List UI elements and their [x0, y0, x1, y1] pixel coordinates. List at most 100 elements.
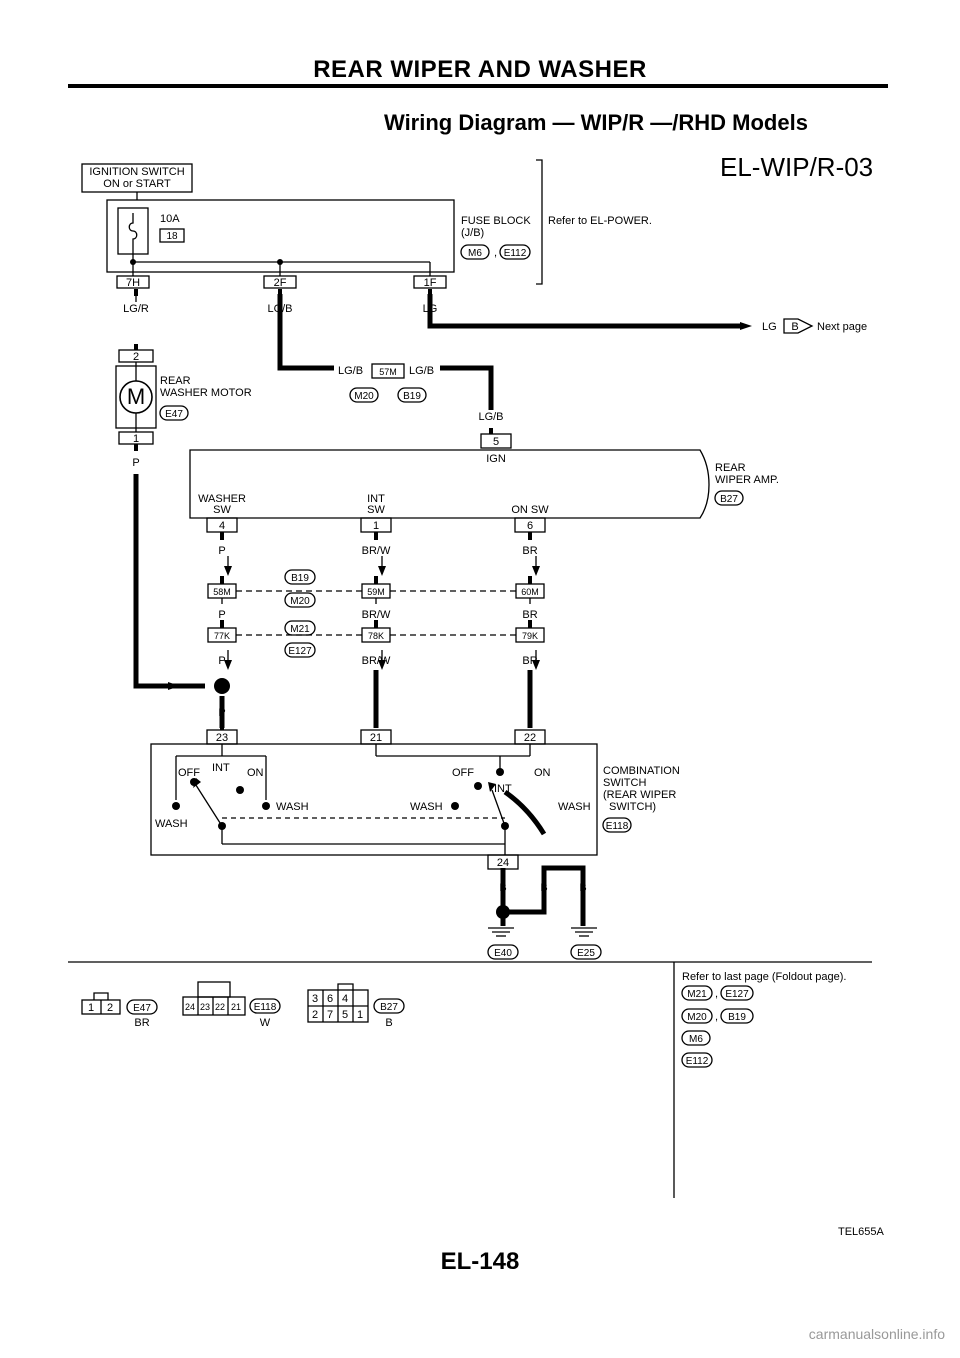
e118-pin-22: 22: [215, 1002, 225, 1012]
joint57-conn-a: M20: [354, 391, 374, 402]
fuse-icon: [128, 213, 138, 249]
wire-lgb-to-amp: [440, 365, 494, 410]
refer-row4: E112: [686, 1056, 709, 1067]
fuse-block-label-2: (J/B): [461, 227, 484, 239]
amp-label-1: REAR: [715, 462, 746, 474]
int-sw-label-1: INT: [367, 493, 385, 505]
combination-switch-box: [150, 743, 598, 856]
wire-label-lgr: LG/R: [123, 303, 149, 315]
fuse-block-label-1: FUSE BLOCK: [461, 215, 531, 227]
e118-color: W: [260, 1017, 271, 1029]
wire-p-3: P: [218, 655, 225, 667]
b27-pin-5: 5: [342, 1009, 348, 1021]
on-sw-label: ON SW: [511, 504, 549, 516]
e118-id: E118: [254, 1002, 277, 1013]
joint-60m-id: 60M: [521, 587, 539, 597]
refer-row3: M6: [689, 1034, 703, 1045]
joint57-wire-right: LG/B: [409, 365, 434, 377]
fuse-term-2f: 2F: [274, 277, 287, 289]
on-switch-arc: [503, 789, 547, 836]
refer-row2-comma: ,: [715, 1011, 718, 1023]
ignition-label-2: ON or START: [103, 178, 171, 190]
comb-switch-label-4: SWITCH): [609, 801, 656, 813]
section-title: REAR WIPER AND WASHER: [313, 56, 647, 83]
refer-power-label: Refer to EL-POWER.: [548, 215, 652, 227]
wire-brw-2: BR/W: [362, 609, 391, 621]
b27-pin-2: 2: [312, 1009, 318, 1021]
joint-57m: [371, 363, 405, 379]
washer-motor-label-2: WASHER MOTOR: [160, 387, 252, 399]
wire-br-2: BR: [522, 609, 537, 621]
e47-color: BR: [134, 1017, 149, 1029]
connector-e118-latch: [197, 981, 231, 998]
footer-watermark: carmanualsonline.info: [808, 1326, 945, 1342]
washer-term-2: 2: [133, 351, 139, 363]
fuse-block-conn-b: E112: [504, 248, 527, 259]
switch-on-label-1: ON: [247, 767, 264, 779]
comb-switch-label-2: SWITCH: [603, 777, 646, 789]
wire-lg-next: [427, 294, 742, 329]
terminal-1f: [413, 275, 447, 289]
header-rule: [68, 84, 888, 88]
b27-pin-6: 6: [327, 993, 333, 1005]
e118-pin-23: 23: [200, 1002, 210, 1012]
wire-p-motor: [133, 474, 205, 689]
joint-row2-conn-a: M21: [290, 624, 310, 635]
wire-p-2: P: [218, 609, 225, 621]
amp-ign-label: IGN: [486, 453, 506, 465]
e118-pin-24: 24: [185, 1002, 195, 1012]
next-page-wire: LG: [762, 321, 777, 333]
refer-row1-b: E127: [725, 989, 749, 1000]
switch-wash-label-3: WASH: [410, 801, 443, 813]
terminal-ign-5: [480, 433, 512, 449]
switch-wash-label-1: WASH: [155, 818, 188, 830]
image-reference-code: TEL655A: [838, 1226, 884, 1238]
switch-int-label-1: INT: [212, 762, 230, 774]
refer-row1-comma: ,: [715, 988, 718, 1000]
washer-motor-label-1: REAR: [160, 375, 191, 387]
wire-p-1: P: [218, 545, 225, 557]
fuse-term-7h: 7H: [126, 277, 140, 289]
terminal-7h: [116, 275, 150, 289]
switch-off-label-2: OFF: [452, 767, 474, 779]
b27-pin-1: 1: [357, 1009, 363, 1021]
amp-ign-term: 5: [493, 436, 499, 448]
switch-off-label-1: OFF: [178, 767, 200, 779]
terminal-2f: [263, 275, 297, 289]
e47-pin-2: 2: [107, 1002, 113, 1014]
joint-59m-id: 59M: [367, 587, 385, 597]
joint57-id: 57M: [379, 367, 397, 377]
switch-wash-label-4: WASH: [558, 801, 591, 813]
washer-motor-conn: E47: [165, 409, 183, 420]
joint-78k-id: 78K: [368, 631, 384, 641]
wire-label-lg: LG: [423, 303, 438, 315]
next-page-letter: B: [791, 321, 798, 333]
e118-pin-21: 21: [231, 1002, 241, 1012]
washer-sw-label-1: WASHER: [198, 493, 246, 505]
rear-wiper-amp-box: [189, 449, 710, 519]
ground-splice-dot: [496, 905, 510, 919]
ground-conn-e25: E25: [577, 948, 595, 959]
switch-wash-label-2: WASH: [276, 801, 309, 813]
amp-term-4: 4: [219, 520, 225, 532]
refer-row2-b: B19: [728, 1012, 746, 1023]
joint-row2-conn-b: E127: [288, 646, 312, 657]
diagram-title: Wiring Diagram — WIP/R —/RHD Models: [384, 110, 808, 135]
comb-switch-conn: E118: [606, 821, 629, 832]
connector-e47-latch: [93, 992, 109, 1000]
fuse-term-1f: 1F: [424, 277, 437, 289]
switch-int-label-2: INT: [494, 783, 512, 795]
next-page-label: Next page: [817, 321, 867, 333]
ground-wire-3: B: [579, 882, 586, 894]
refer-row1-a: M21: [687, 989, 707, 1000]
amp-conn: B27: [720, 494, 738, 505]
joint57-wire-left: LG/B: [338, 365, 363, 377]
e47-id: E47: [133, 1003, 151, 1014]
ground-wire-1: B: [499, 882, 506, 894]
page-number: EL-148: [440, 1248, 520, 1275]
washer-sw-label-2: SW: [213, 504, 231, 516]
amp-term-1: 1: [373, 520, 379, 532]
b27-pin-4: 4: [342, 993, 348, 1005]
wire-p-4: P: [218, 707, 225, 719]
